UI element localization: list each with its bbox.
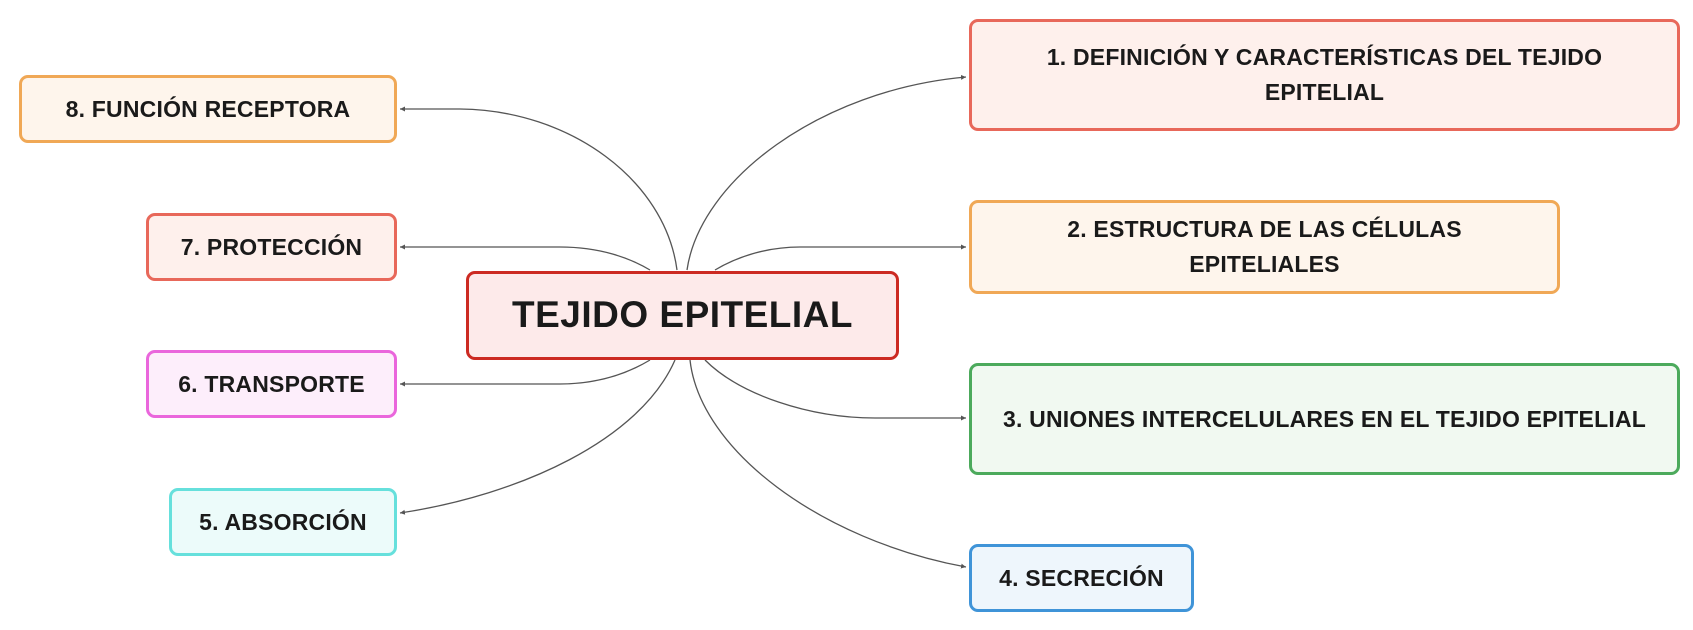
branch-label: 3. UNIONES INTERCELULARES EN EL TEJIDO E… bbox=[1002, 405, 1647, 432]
connector-1 bbox=[686, 74, 967, 271]
branch-uniones[interactable]: 3. UNIONES INTERCELULARES EN EL TEJIDO E… bbox=[969, 363, 1680, 475]
branch-definicion[interactable]: 1. DEFINICIÓN Y CARACTERÍSTICAS DEL TEJI… bbox=[969, 19, 1680, 131]
branch-absorcion[interactable]: 5. ABSORCIÓN bbox=[169, 488, 397, 556]
branch-label: 4. SECRECIÓN bbox=[999, 564, 1164, 591]
branch-label: 2. ESTRUCTURA DE LAS CÉLULAS EPITELIALES bbox=[1067, 216, 1462, 277]
branch-label: 6. TRANSPORTE bbox=[178, 370, 365, 397]
branch-label: 5. ABSORCIÓN bbox=[199, 508, 367, 535]
connector-2 bbox=[714, 244, 966, 271]
branch-label: 8. FUNCIÓN RECEPTORA bbox=[65, 95, 351, 122]
connector-5 bbox=[399, 359, 676, 515]
central-topic[interactable]: TEJIDO EPITELIAL bbox=[466, 271, 899, 360]
connector-3 bbox=[704, 359, 966, 421]
connector-4 bbox=[689, 359, 967, 569]
branch-label: 1. DEFINICIÓN Y CARACTERÍSTICAS DEL TEJI… bbox=[1046, 44, 1603, 105]
central-topic-label: TEJIDO EPITELIAL bbox=[511, 294, 854, 336]
branch-estructura[interactable]: 2. ESTRUCTURA DE LAS CÉLULAS EPITELIALES bbox=[969, 200, 1560, 294]
branch-funcion-receptora[interactable]: 8. FUNCIÓN RECEPTORA bbox=[19, 75, 397, 143]
branch-transporte[interactable]: 6. TRANSPORTE bbox=[146, 350, 397, 418]
branch-proteccion[interactable]: 7. PROTECCIÓN bbox=[146, 213, 397, 281]
branch-label: 7. PROTECCIÓN bbox=[180, 233, 363, 260]
connector-8 bbox=[400, 106, 678, 271]
connector-6 bbox=[400, 359, 651, 387]
connector-7 bbox=[400, 244, 651, 271]
branch-secrecion[interactable]: 4. SECRECIÓN bbox=[969, 544, 1194, 612]
